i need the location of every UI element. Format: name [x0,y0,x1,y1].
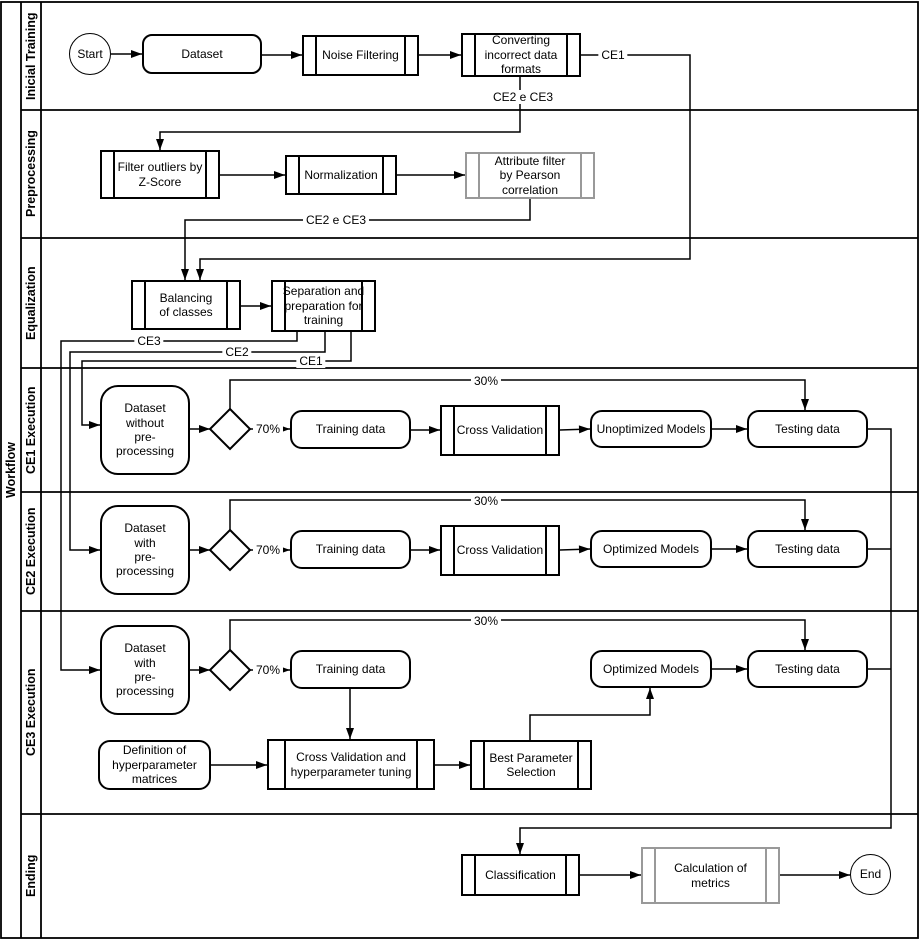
node-filter-outliers: Filter outliers by Z-Score [100,150,220,199]
node-balancing-classes: Balancing of classes [131,280,241,330]
node-training-data-ce1: Training data [290,410,411,449]
edge-label-ce2-e-ce3-mid: CE2 e CE3 [302,213,370,227]
subprocess-bar [565,856,567,894]
node-calculation-metrics: Calculation of metrics [641,847,780,904]
edge-diamond3-testing3-30 [229,619,809,650]
subprocess-bar [382,157,384,193]
subprocess-bar [298,157,300,193]
subprocess-bar [144,282,146,328]
subprocess-bar [404,37,406,74]
subprocess-bar [577,742,579,788]
node-best-parameter-selection: Best Parameter Selection [470,740,592,790]
node-normalization: Normalization [285,155,397,195]
lane-label-ce2-execution: CE2 Execution [24,507,38,596]
subprocess-bar [113,152,115,197]
subprocess-bar [478,154,480,197]
edge-label-70-ce3: 70% [252,663,284,677]
edge-label-ce1-top: CE1 [598,48,628,62]
subprocess-bar [483,742,485,788]
subprocess-bar [284,282,286,330]
subprocess-bar [545,407,547,454]
lane-label-equalization: Equalization [24,266,38,340]
node-converting-formats: Converting incorrect data formats [461,33,581,77]
subprocess-bar [545,527,547,574]
pool-label: Workflow [4,441,18,499]
node-noise-filtering: Noise Filtering [302,35,419,76]
edge-label-70-ce2: 70% [252,543,284,557]
edge-attribute-balancing [181,199,531,280]
node-unoptimized-models: Unoptimized Models [590,410,712,448]
decision-split-ce3 [208,648,252,692]
edge-label-ce1-eq: CE1 [296,354,326,368]
edge-crossval1-unoptimized [559,425,591,434]
edge-separation-ce3 [60,332,298,674]
subprocess-bar [453,407,455,454]
subprocess-bar [580,154,582,197]
lane-label-ending: Ending [24,854,38,898]
edge-converting-filter [156,77,521,150]
node-separation-training: Separation and preparation for training [271,280,376,332]
subprocess-bar [315,37,317,74]
decision-split-ce2 [208,528,252,572]
subprocess-bar [765,849,767,902]
edge-label-ce2: CE2 [222,345,252,359]
edge-testing-to-classification [516,428,892,854]
node-definition-hyperparameter: Definition of hyperparameter matrices [98,740,211,790]
lane-label-ce1-execution: CE1 Execution [24,386,38,474]
node-classification: Classification [461,854,580,896]
subprocess-bar [474,35,476,75]
edge-label-ce2-e-ce3-top: CE2 e CE3 [489,90,557,104]
subprocess-bar [453,527,455,574]
subprocess-bar [284,741,286,788]
edge-label-30-ce2: 30% [470,494,502,508]
node-optimized-models-ce2: Optimized Models [590,530,712,568]
subprocess-bar [416,741,418,788]
subprocess-bar [361,282,363,330]
edge-separation-ce2 [69,332,326,554]
edge-diamond1-testing1-30 [229,379,809,410]
edge-label-30-ce3: 30% [470,614,502,628]
subprocess-bar [654,849,656,902]
node-dataset-without-preprocessing: Dataset without pre- processing [100,385,190,475]
lane-label-ce3-execution: CE3 Execution [24,668,38,757]
subprocess-bar [205,152,207,197]
edge-label-30-ce1: 30% [470,374,502,388]
subprocess-bar [566,35,568,75]
edge-diamond2-testing2-30 [229,499,809,530]
node-attribute-filter: Attribute filter by Pearson correlation [465,152,595,199]
edge-bestparam-optimized3 [529,688,654,740]
node-crossvalidation-tuning: Cross Validation and hyperparameter tuni… [267,739,435,790]
node-dataset: Dataset [142,34,262,74]
end-event: End [850,854,891,895]
node-cross-validation-ce2: Cross Validation [440,525,560,576]
edge-separation-ce1 [81,332,352,429]
node-training-data-ce2: Training data [290,530,411,569]
lane-label-preprocessing: Preprocessing [24,130,38,218]
subprocess-bar [226,282,228,328]
lane-label-inicial-training: Inicial Training [24,12,38,100]
node-testing-data-ce2: Testing data [747,530,868,568]
subprocess-bar [474,856,476,894]
node-dataset-with-preprocessing-ce2: Dataset with pre- processing [100,505,190,595]
decision-split-ce1 [208,407,252,451]
start-event: Start [69,33,111,75]
node-optimized-models-ce3: Optimized Models [590,650,712,688]
edge-label-ce3: CE3 [134,334,164,348]
edge-ce1-to-balancing [196,54,691,280]
node-cross-validation-ce1: Cross Validation [440,405,560,456]
node-training-data-ce3: Training data [290,650,411,689]
edge-label-70-ce1: 70% [252,422,284,436]
node-testing-data-ce3: Testing data [747,650,868,688]
node-testing-data-ce1: Testing data [747,410,868,448]
node-dataset-with-preprocessing-ce3: Dataset with pre- processing [100,625,190,715]
edge-crossval2-optimized2 [559,545,591,554]
